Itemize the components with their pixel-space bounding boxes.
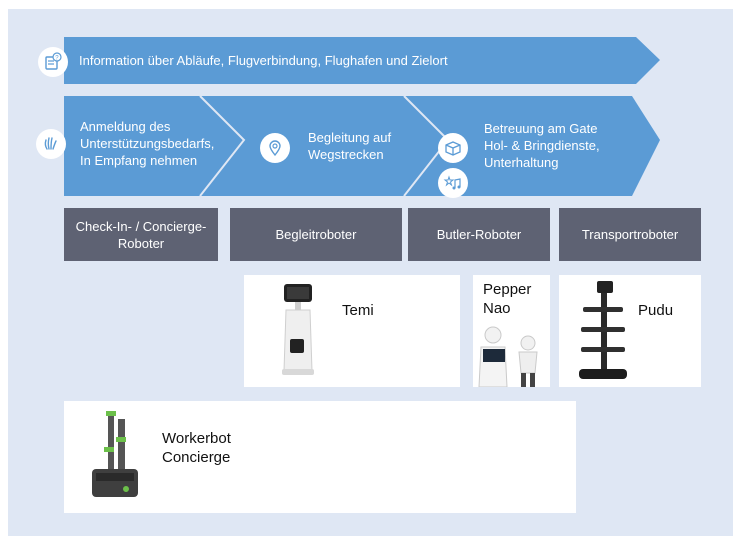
card-temi: Temi: [244, 275, 460, 387]
diagram-canvas: ? Information über Abläufe, Flugverbindu…: [8, 9, 733, 536]
temi-robot-image: [282, 284, 314, 375]
workerbot-robot-image: [92, 411, 138, 497]
step-accompany-text: Begleitung auf Wegstrecken: [308, 130, 392, 162]
step-registration-text: Anmeldung des Unterstützungsbedarfs, In …: [80, 119, 215, 168]
card-pepper-nao: Pepper Nao: [473, 275, 550, 387]
music-star-icon: [438, 168, 468, 198]
robot-pudu-name: Pudu: [638, 302, 674, 319]
robot-temi-name: Temi: [342, 302, 374, 319]
category-butler-label: Butler-Roboter: [436, 227, 522, 242]
pudu-robot-image: [579, 281, 627, 379]
package-icon: [438, 133, 468, 163]
robot-workerbot-name: Workerbot Concierge: [162, 430, 231, 466]
category-concierge-label: Check-In- / Concierge- Roboter: [75, 218, 207, 251]
chevron-divider-1: [199, 95, 246, 197]
category-transport: Transportroboter: [559, 208, 701, 261]
category-concierge: Check-In- / Concierge- Roboter: [64, 208, 218, 261]
category-accompany: Begleitroboter: [230, 208, 402, 261]
waving-hand-icon: [36, 129, 66, 159]
card-workerbot: Workerbot Concierge: [64, 401, 576, 513]
category-butler: Butler-Roboter: [408, 208, 550, 261]
category-accompany-label: Begleitroboter: [275, 227, 357, 242]
location-pin-icon: [260, 133, 290, 163]
top-info-arrow: [64, 37, 660, 84]
category-transport-label: Transportroboter: [581, 227, 679, 242]
robot-pepper-nao-name: Pepper Nao: [483, 281, 532, 317]
process-arrow: [64, 96, 660, 196]
question-document-icon: ?: [38, 47, 68, 77]
top-info-text: Information über Abläufe, Flugverbindung…: [79, 53, 448, 68]
process-arrows: [64, 37, 660, 197]
card-pudu: Pudu: [559, 275, 701, 387]
pepper-nao-robot-image: [478, 326, 538, 387]
svg-text:?: ?: [55, 56, 59, 62]
step-gate-service-text: Betreuung am Gate Hol- & Bringdienste, U…: [484, 121, 600, 170]
